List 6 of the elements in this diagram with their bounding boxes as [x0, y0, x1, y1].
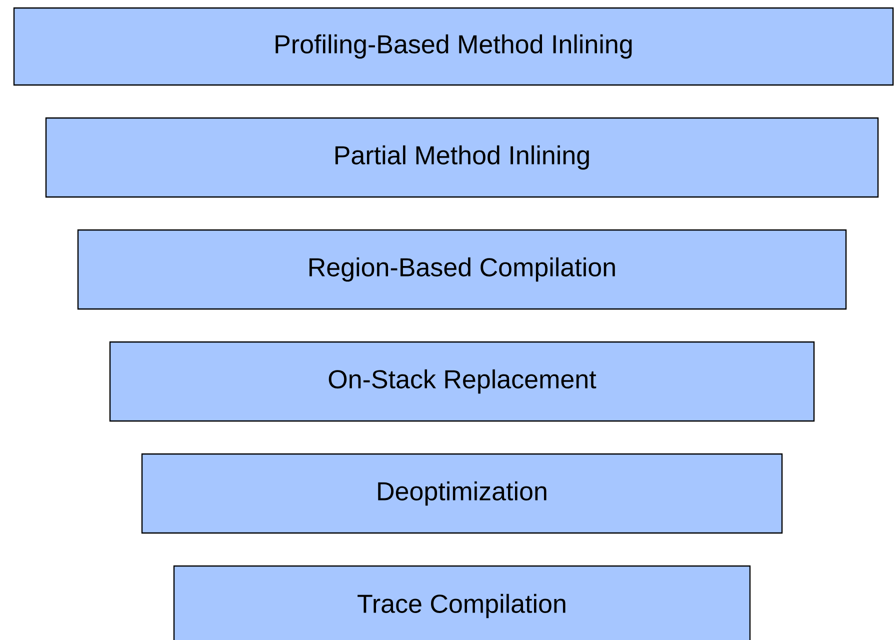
- process-box: Profiling-Based Method Inlining: [13, 7, 894, 86]
- process-box: Deoptimization: [141, 453, 783, 534]
- process-box: Trace Compilation: [173, 565, 751, 640]
- process-box: Region-Based Compilation: [77, 229, 847, 310]
- process-box: On-Stack Replacement: [109, 341, 815, 422]
- process-box: Partial Method Inlining: [45, 117, 879, 198]
